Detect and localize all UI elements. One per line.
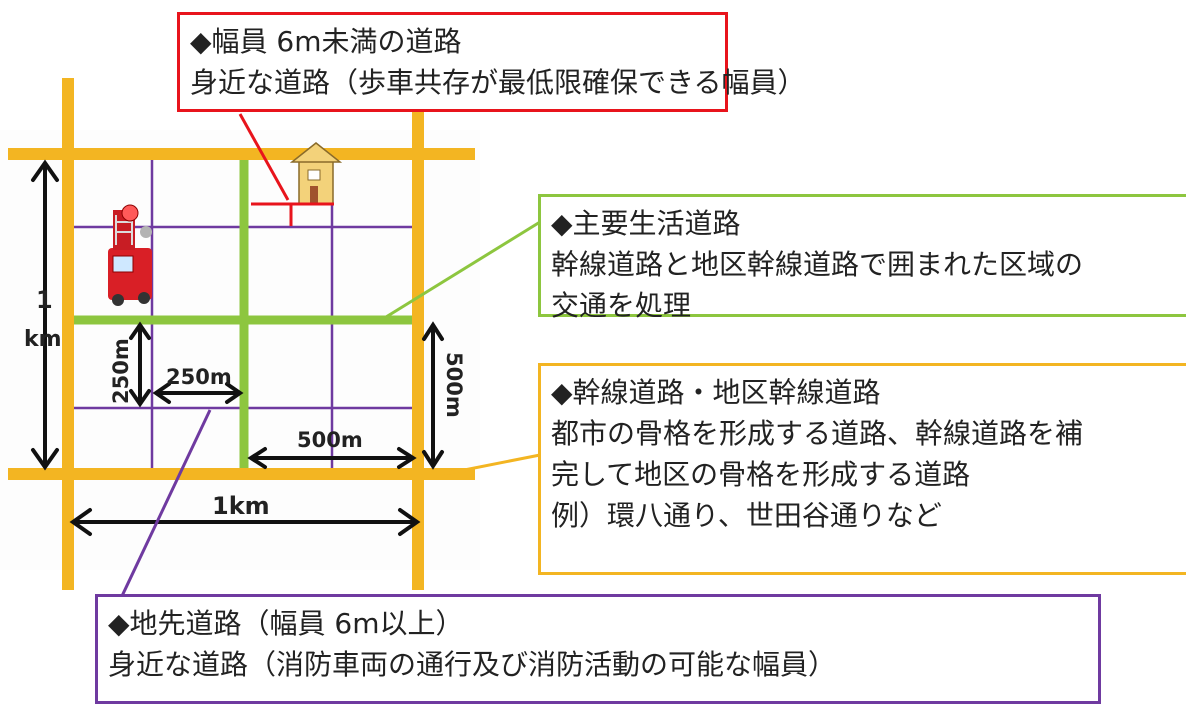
callout-narrow-road: ◆幅員 6m未満の道路 身近な道路（歩車共存が最低限確保できる幅員） (177, 12, 806, 112)
callout-arterial-road: ◆幹線道路・地区幹線道路 都市の骨格を形成する道路、幹線道路を補 完して地区の骨… (538, 363, 1186, 575)
narrow-road-marker (238, 113, 334, 226)
callout-narrow-road-title: ◆幅員 6m未満の道路 (190, 25, 462, 58)
callout-narrow-road-desc: 身近な道路（歩車共存が最低限確保できる幅員） (190, 66, 806, 99)
callout-local-road-title: ◆地先道路（幅員 6m以上） (108, 607, 464, 640)
fire-truck-icon (108, 204, 152, 306)
local-road-connector (120, 409, 212, 597)
arterial-roads (8, 78, 475, 590)
dim-label-1km-vertical-num: 1 (36, 286, 53, 314)
dim-label-250m-vertical: 250m (109, 338, 133, 404)
dim-label-1km-vertical-unit: km (24, 327, 62, 352)
arterial-road-connector (443, 453, 541, 476)
main-living-roads (68, 152, 418, 475)
callout-main-living-road-desc-2: 交通を処理 (551, 289, 692, 322)
dim-label-1km-horizontal: 1km (212, 492, 270, 520)
callout-local-road-desc: 身近な道路（消防車両の通行及び消防活動の可能な幅員） (108, 648, 837, 681)
main-road-connector (385, 220, 541, 319)
callout-local-road: ◆地先道路（幅員 6m以上） 身近な道路（消防車両の通行及び消防活動の可能な幅員… (95, 594, 1101, 704)
callout-main-living-road-title: ◆主要生活道路 (551, 207, 741, 240)
callout-arterial-road-desc-1: 都市の骨格を形成する道路、幹線道路を補 (551, 417, 1084, 450)
dim-label-250m-horizontal: 250m (166, 365, 232, 389)
callout-arterial-road-title: ◆幹線道路・地区幹線道路 (551, 376, 881, 409)
dim-label-500m-vertical: 500m (442, 352, 466, 418)
dim-label-500m-horizontal: 500m (297, 428, 363, 452)
callout-main-living-road-desc-1: 幹線道路と地区幹線道路で囲まれた区域の (551, 248, 1084, 281)
callout-arterial-road-desc-2: 完して地区の骨格を形成する道路 (551, 458, 971, 491)
dimension-arrows (31, 159, 444, 536)
callout-arterial-road-desc-3: 例）環八通り、世田谷通りなど (551, 499, 942, 532)
house-icon (289, 142, 343, 205)
callout-main-living-road: ◆主要生活道路 幹線道路と地区幹線道路で囲まれた区域の 交通を処理 (538, 194, 1186, 322)
